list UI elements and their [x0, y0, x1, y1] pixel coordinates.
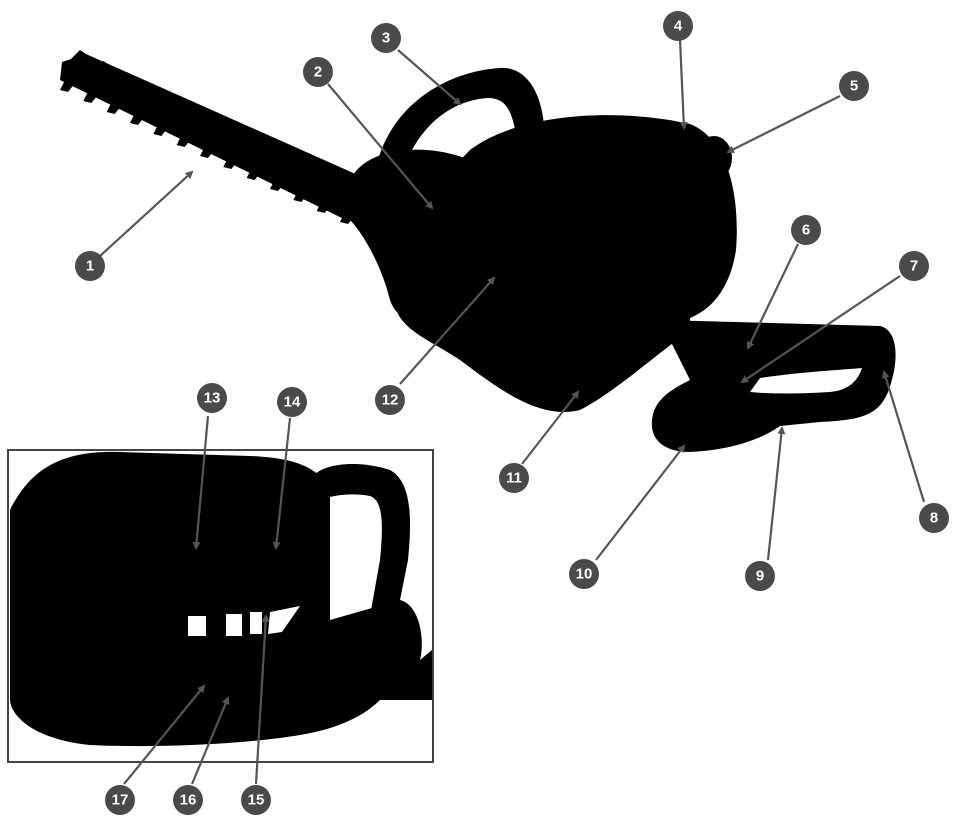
callout-15: 15: [241, 785, 271, 815]
svg-text:11: 11: [506, 470, 522, 487]
inset-silhouette: [10, 451, 432, 747]
callout-13: 13: [197, 383, 227, 413]
svg-text:13: 13: [204, 390, 221, 407]
leader-14: [272, 417, 292, 550]
leader-7: [740, 275, 901, 384]
leader-15: [254, 614, 270, 785]
leader-lines: [99, 39, 926, 785]
callout-16: 16: [173, 785, 203, 815]
callout-14: 14: [277, 387, 307, 417]
blade-tooth: [256, 138, 273, 152]
leader-16: [190, 696, 230, 785]
callout-6: 6: [791, 215, 821, 245]
blade-tooth: [116, 72, 133, 86]
callouts: 1 2 3 4 5 6 7 8 9 10 11 12 13 14 15 16 1…: [75, 11, 949, 815]
blade-tooth: [223, 155, 240, 169]
svg-text:12: 12: [382, 392, 399, 409]
svg-text:15: 15: [248, 792, 265, 809]
inset-handle-loop: [310, 464, 411, 620]
blade-tooth: [303, 160, 320, 174]
leader-17: [123, 684, 206, 785]
engine-body: [394, 115, 737, 412]
callout-1: 1: [75, 251, 105, 281]
leader-2: [327, 83, 434, 210]
leader-10: [595, 444, 686, 561]
leader-5: [726, 95, 841, 153]
svg-text:16: 16: [180, 792, 197, 809]
blade-tooth: [316, 199, 333, 213]
leader-3: [397, 49, 462, 106]
svg-text:10: 10: [576, 566, 593, 583]
svg-text:17: 17: [112, 792, 129, 809]
blade-tooth: [326, 171, 343, 185]
blade-tooth: [280, 149, 296, 163]
leader-9: [766, 426, 786, 561]
leader-4: [678, 39, 688, 130]
svg-text:8: 8: [930, 510, 938, 527]
blade-tooth: [233, 127, 250, 141]
blade-tooth: [293, 188, 310, 202]
svg-text:9: 9: [756, 568, 764, 585]
trimmer-silhouette: [60, 50, 896, 452]
callout-7: 7: [899, 251, 929, 281]
callout-10: 10: [569, 559, 599, 589]
blade-tooth: [70, 50, 86, 64]
svg-text:1: 1: [86, 258, 94, 275]
callout-2: 2: [303, 57, 333, 87]
blade-tooth: [176, 133, 193, 147]
callout-3: 3: [371, 23, 401, 53]
callout-17: 17: [105, 785, 135, 815]
leader-13: [192, 415, 210, 550]
leader-1: [99, 170, 194, 257]
leader-8: [881, 370, 926, 503]
blade-tooth: [200, 144, 216, 158]
blade-tooth: [140, 83, 156, 97]
rear-handle: [651, 320, 896, 452]
front-handle: [378, 67, 544, 168]
detail-inset: [7, 449, 434, 763]
svg-text:7: 7: [910, 258, 918, 275]
callout-11: 11: [499, 463, 529, 493]
callout-4: 4: [663, 11, 693, 41]
blade-tooth: [270, 177, 286, 191]
svg-text:2: 2: [314, 64, 322, 81]
blade-tooth: [130, 111, 146, 125]
callout-12: 12: [375, 385, 405, 415]
cutting-blade: [60, 50, 366, 224]
callout-9: 9: [745, 561, 775, 591]
blade-tooth: [83, 89, 100, 103]
blade-tooth: [93, 61, 110, 75]
leader-6: [746, 243, 799, 350]
starter-housing: [696, 136, 732, 180]
blade-tooth: [163, 94, 180, 108]
blade-tooth: [106, 100, 123, 114]
callout-5: 5: [839, 71, 869, 101]
blade-tooth: [246, 166, 263, 180]
blade-tooth: [153, 122, 170, 136]
leader-11: [521, 390, 580, 465]
svg-text:4: 4: [674, 18, 683, 35]
leader-12: [399, 276, 496, 385]
callout-8: 8: [919, 503, 949, 533]
blade-tooth: [186, 105, 203, 119]
fuel-cap: [676, 124, 696, 144]
blade-tooth: [60, 78, 76, 92]
svg-text:5: 5: [850, 78, 858, 95]
svg-text:3: 3: [382, 30, 390, 47]
svg-text:6: 6: [802, 222, 810, 239]
blade-tooth: [210, 116, 226, 130]
svg-text:14: 14: [284, 394, 301, 411]
